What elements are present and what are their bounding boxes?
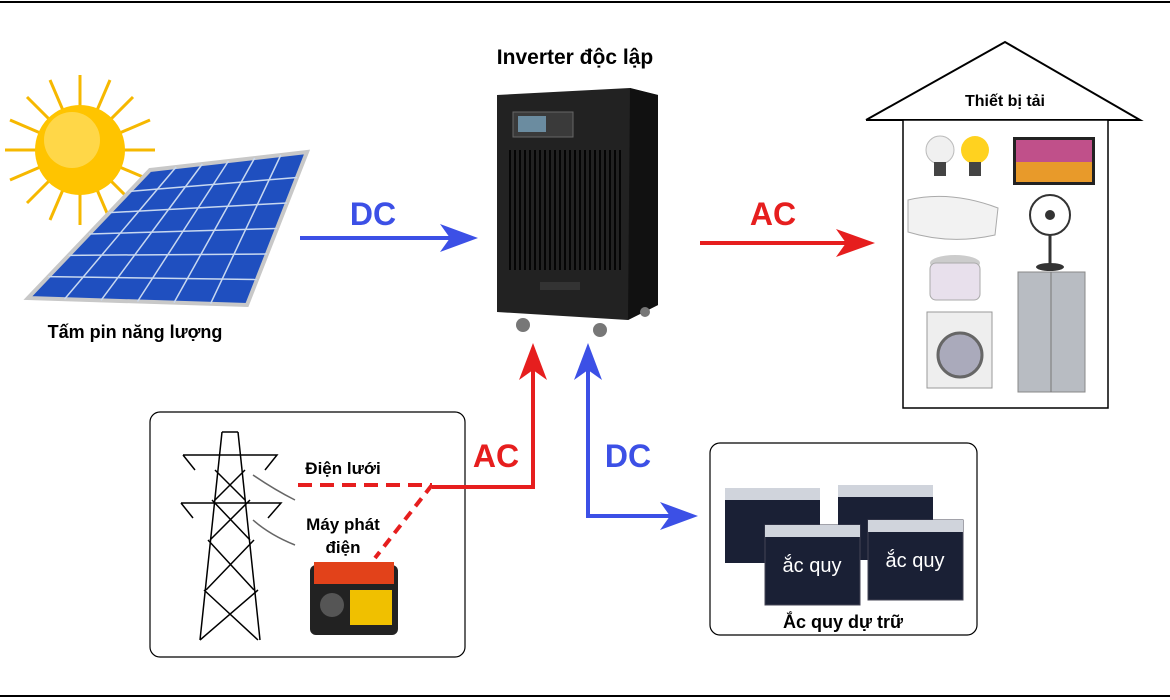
solar-label: Tấm pin năng lượng <box>48 322 223 342</box>
ac-arrow-loads <box>700 229 875 257</box>
air-conditioner-icon <box>907 195 999 240</box>
generator-icon <box>310 562 398 635</box>
inverter-title: Inverter độc lập <box>497 46 653 69</box>
dc-arrow-battery <box>574 343 698 530</box>
loads-label: Thiết bị tải <box>965 93 1045 110</box>
washing-machine-icon <box>926 311 993 389</box>
solar-panel-icon <box>23 149 311 308</box>
refrigerator-icon <box>1017 271 1086 393</box>
fan-icon <box>1029 194 1071 271</box>
battery-icon <box>867 519 964 601</box>
power-tower-icon <box>180 431 296 641</box>
generator-label-line2: điện <box>326 538 361 557</box>
batteries-icon: ắc quy ắc quy <box>725 485 964 606</box>
battery-text: ắc quy <box>783 554 842 577</box>
battery-label: Ắc quy dự trữ <box>783 611 904 632</box>
dc-label-battery: DC <box>605 438 651 474</box>
generator-label-line1: Máy phát <box>306 515 380 534</box>
grid-label: Điện lưới <box>305 459 380 478</box>
generator-dashed-line <box>373 483 434 560</box>
ac-arrow-grid <box>432 343 547 489</box>
dc-label-solar: DC <box>350 196 396 232</box>
grid-source-box <box>149 411 466 658</box>
tv-icon <box>1013 137 1095 185</box>
ac-label-loads: AC <box>750 196 796 232</box>
light-bulbs-icon <box>925 135 989 176</box>
sun-icon <box>5 75 155 225</box>
inverter-icon <box>497 88 658 337</box>
battery-text: ắc quy <box>886 549 945 572</box>
dc-arrow-solar <box>300 224 478 252</box>
ac-label-grid: AC <box>473 438 519 474</box>
rice-cooker-icon <box>929 255 981 301</box>
battery-icon <box>764 524 861 606</box>
